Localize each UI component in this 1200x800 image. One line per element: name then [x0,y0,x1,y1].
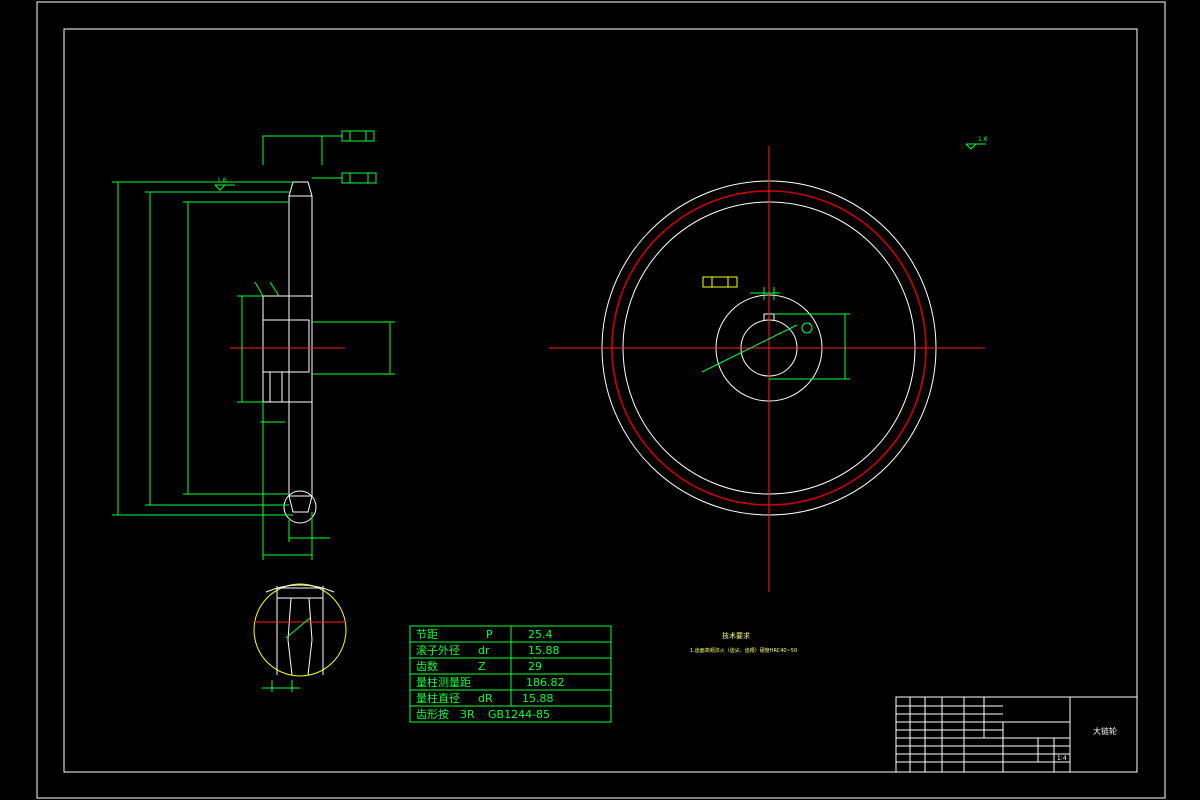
tech-requirements: 技术要求 1.齿面高频淬火（齿尖、齿根）硬度HRC40~50 [690,631,797,654]
tolerance-frame-3 [702,276,738,288]
detail-circle [253,583,347,677]
tolerance-frame-1 [341,130,375,142]
spec-label-5: 齿形按 [416,707,449,721]
spec-symbol-4: dR [478,692,493,705]
spec-label-3: 量柱测量距 [416,675,471,689]
tech-req-line1: 1.齿面高频淬火（齿尖、齿根）硬度HRC40~50 [690,647,797,654]
spec-label-0: 节距 [416,628,438,641]
roughness-main: 1.6 [978,136,988,143]
spec-symbol-1: dr [478,644,490,657]
drawing-scale: 1:4 [1057,755,1067,762]
spec-value-0: 25.4 [528,628,553,641]
spec-value-1: 15.88 [528,644,560,657]
spec-symbol-5: 3R [460,708,475,721]
detail-circle-marker [283,490,317,524]
tooth-bottom [288,495,313,513]
keyway [269,371,283,403]
tooth-detail-view [253,583,347,692]
outer-border [36,1,1166,799]
spec-label-4: 量柱直径 [416,691,460,705]
spec-table-text: 节距 P 25.4 滚子外径 dr 15.88 齿数 Z 29 量柱测量距 18… [416,628,565,721]
part-name: 大链轮 [1093,726,1117,736]
title-block: 大链轮 1:4 [895,696,1138,773]
spec-symbol-2: Z [478,660,486,673]
spec-value-2: 29 [528,660,542,673]
tooth-tip [288,181,313,197]
side-section-view: 1.6 [112,130,395,560]
tooth-bracket [262,135,323,165]
spec-symbol-0: P [486,628,493,641]
spec-table [409,625,612,723]
spec-value-5: GB1244-85 [488,708,550,721]
spec-label-1: 滚子外径 [416,643,460,657]
spec-label-2: 齿数 [416,660,438,673]
roughness-top-left: 1.6 [217,177,227,184]
bore-dim-leader [701,324,798,373]
spec-value-4: 15.88 [522,692,554,705]
inner-frame [63,28,1138,773]
bore [262,319,310,373]
spec-value-3: 186.82 [526,676,565,689]
front-view: 1.6 [549,136,988,592]
tolerance-frame-2 [341,172,377,184]
tech-req-title: 技术要求 [722,631,750,640]
